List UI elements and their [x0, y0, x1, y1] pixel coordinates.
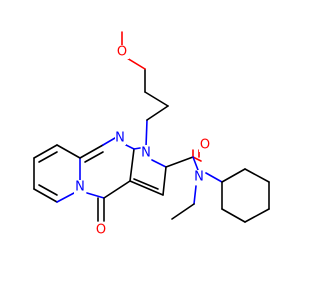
bond: [125, 144, 135, 150]
bond: [133, 178, 159, 190]
bond: [56, 144, 81, 159]
bond: [79, 144, 104, 159]
bond: [38, 151, 58, 163]
n-bridgehead-atom: N: [75, 180, 85, 195]
bond: [84, 151, 104, 163]
bond: [221, 168, 246, 183]
bond: [171, 203, 195, 220]
bond: [193, 185, 197, 205]
bond: [192, 156, 202, 162]
bond: [129, 180, 164, 196]
bond: [126, 57, 146, 70]
o-ketone-atom: O: [96, 223, 106, 238]
bond: [103, 180, 131, 199]
n-amide-atom: N: [194, 170, 204, 185]
o-ether-atom: O: [117, 45, 127, 60]
bond: [192, 156, 199, 171]
bond: [145, 119, 148, 148]
bond: [244, 208, 270, 223]
bond: [244, 168, 270, 183]
bond: [102, 137, 116, 146]
bond: [129, 148, 135, 182]
bond: [205, 172, 223, 183]
bond: [151, 159, 167, 168]
bond: [221, 208, 246, 223]
o-amide-atom: O: [200, 138, 210, 153]
bond: [133, 147, 141, 150]
bond: [56, 192, 75, 203]
bond: [144, 91, 169, 107]
n-pyrimidine-atom: N: [115, 131, 125, 146]
n-pyrrole-atom: N: [141, 146, 151, 161]
bond: [33, 188, 58, 203]
molecule-canvas: N N N N O O O: [33, 31, 270, 238]
bond: [38, 184, 58, 196]
bond: [165, 156, 194, 168]
bond: [162, 166, 167, 196]
bond: [146, 105, 169, 121]
bond: [33, 144, 58, 159]
molecule-structure: N N N N O O O: [33, 31, 270, 238]
bond: [86, 192, 105, 199]
